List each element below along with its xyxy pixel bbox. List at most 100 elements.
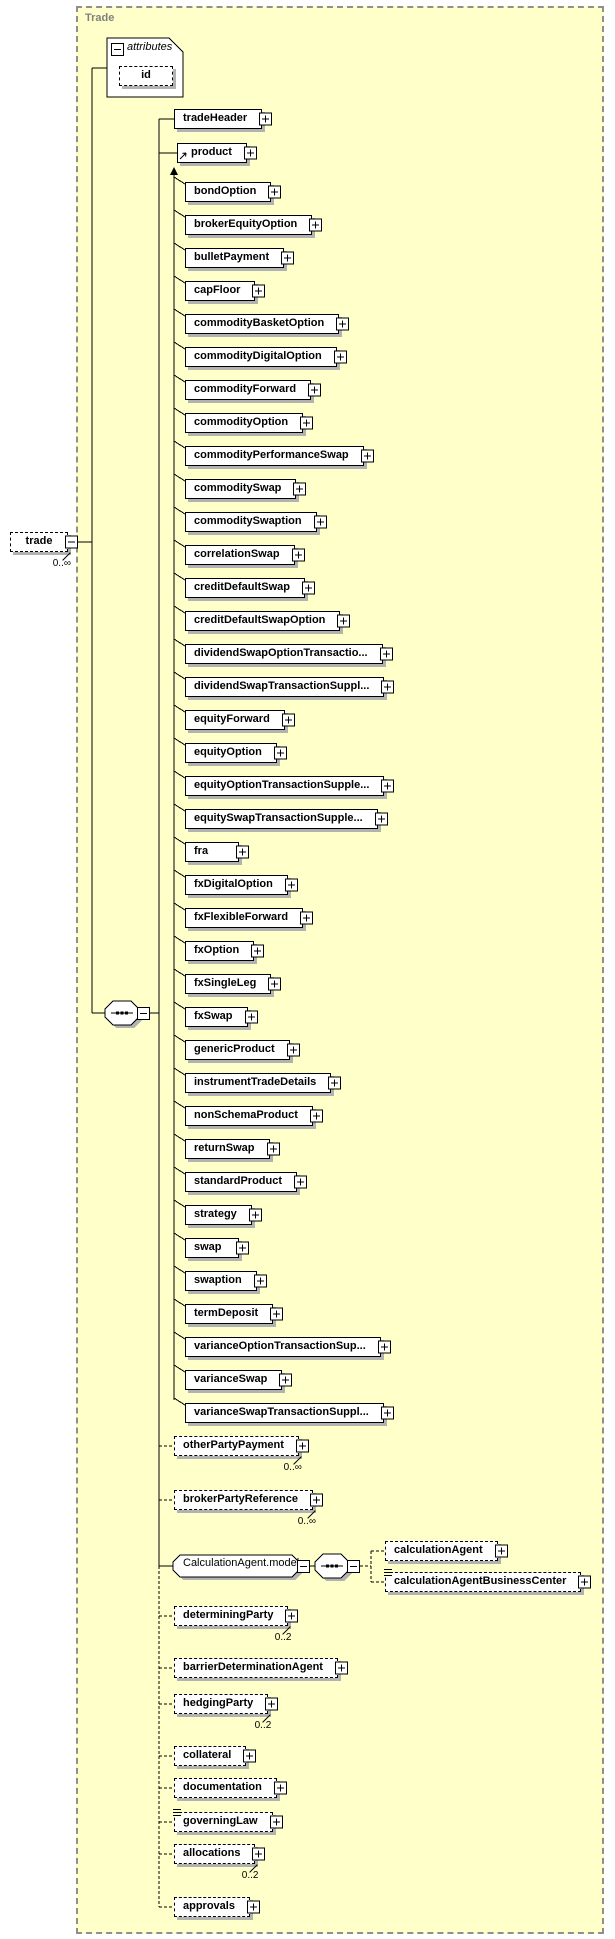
expand-plus-icon[interactable] — [334, 1661, 348, 1675]
expand-plus-icon[interactable] — [251, 944, 265, 958]
element-commodityPerformanceSwap[interactable]: commodityPerformanceSwap — [185, 446, 374, 466]
element-creditDefaultSwap[interactable]: creditDefaultSwap — [185, 578, 315, 598]
element-termDeposit[interactable]: termDeposit — [185, 1304, 284, 1324]
element-instrumentTradeDetails[interactable]: instrumentTradeDetails — [185, 1073, 342, 1093]
element-product[interactable]: product — [177, 143, 257, 163]
expand-plus-icon[interactable] — [374, 812, 388, 826]
element-commodityBasketOption[interactable]: commodityBasketOption — [185, 314, 350, 334]
expand-plus-icon[interactable] — [309, 218, 323, 232]
expand-plus-icon[interactable] — [381, 680, 395, 694]
element-commodityForward[interactable]: commodityForward — [185, 380, 322, 400]
element-varianceSwapTransactionSuppl[interactable]: varianceSwapTransactionSuppl... — [185, 1403, 394, 1423]
element-fxSingleLeg[interactable]: fxSingleLeg — [185, 974, 282, 994]
collapse-minus-icon[interactable] — [111, 43, 124, 56]
element-capFloor[interactable]: capFloor — [185, 281, 266, 301]
element-collateral[interactable]: collateral — [174, 1746, 257, 1766]
element-dividendSwapTransactionSuppl[interactable]: dividendSwapTransactionSuppl... — [185, 677, 395, 697]
element-documentation[interactable]: documentation — [174, 1778, 287, 1798]
element-bondOption[interactable]: bondOption — [185, 182, 282, 202]
element-brokerEquityOption[interactable]: brokerEquityOption — [185, 215, 323, 235]
expand-plus-icon[interactable] — [333, 350, 347, 364]
element-correlationSwap[interactable]: correlationSwap — [185, 545, 305, 565]
element-calculationAgentBusinessCenter[interactable]: calculationAgentBusinessCenter — [384, 1569, 592, 1592]
element-equityOption[interactable]: equityOption — [185, 743, 287, 763]
element-fxDigitalOption[interactable]: fxDigitalOption — [185, 875, 298, 895]
element-equityForward[interactable]: equityForward — [185, 710, 295, 730]
element-bulletPayment[interactable]: bulletPayment — [185, 248, 295, 268]
expand-plus-icon[interactable] — [308, 383, 322, 397]
expand-plus-icon[interactable] — [578, 1575, 592, 1589]
element-calculationAgent[interactable]: calculationAgent — [385, 1541, 508, 1561]
element-swaption[interactable]: swaption — [185, 1271, 267, 1291]
sequence-compositor-icon[interactable] — [314, 1553, 352, 1581]
expand-plus-icon[interactable] — [273, 746, 287, 760]
expand-plus-icon[interactable] — [285, 1609, 299, 1623]
expand-plus-icon[interactable] — [243, 146, 257, 160]
element-approvals[interactable]: approvals — [174, 1897, 260, 1917]
expand-plus-icon[interactable] — [281, 251, 295, 265]
element-tradeHeader[interactable]: tradeHeader — [174, 109, 273, 129]
expand-plus-icon[interactable] — [252, 1847, 266, 1861]
expand-plus-icon[interactable] — [337, 614, 351, 628]
expand-plus-icon[interactable] — [244, 1010, 258, 1024]
expand-plus-icon[interactable] — [494, 1544, 508, 1558]
collapse-minus-icon[interactable] — [137, 1007, 150, 1020]
element-equityOptionTransactionSupple[interactable]: equityOptionTransactionSupple... — [185, 776, 395, 796]
collapse-minus-icon[interactable] — [65, 535, 78, 549]
expand-plus-icon[interactable] — [336, 317, 350, 331]
expand-plus-icon[interactable] — [360, 449, 374, 463]
expand-plus-icon[interactable] — [300, 911, 314, 925]
element-returnSwap[interactable]: returnSwap — [185, 1139, 280, 1159]
element-swap[interactable]: swap — [185, 1238, 249, 1258]
expand-plus-icon[interactable] — [268, 185, 282, 199]
element-dividendSwapOptionTransactio[interactable]: dividendSwapOptionTransactio... — [185, 644, 393, 664]
expand-plus-icon[interactable] — [248, 1208, 262, 1222]
expand-plus-icon[interactable] — [284, 878, 298, 892]
element-fxSwap[interactable]: fxSwap — [185, 1007, 258, 1027]
expand-plus-icon[interactable] — [379, 647, 393, 661]
element-varianceSwap[interactable]: varianceSwap — [185, 1370, 293, 1390]
expand-plus-icon[interactable] — [281, 713, 295, 727]
expand-plus-icon[interactable] — [380, 1406, 394, 1420]
expand-plus-icon[interactable] — [265, 1697, 279, 1711]
element-strategy[interactable]: strategy — [185, 1205, 262, 1225]
element-genericProduct[interactable]: genericProduct — [185, 1040, 300, 1060]
element-standardProduct[interactable]: standardProduct — [185, 1172, 308, 1192]
element-commodityDigitalOption[interactable]: commodityDigitalOption — [185, 347, 347, 367]
expand-plus-icon[interactable] — [236, 1241, 249, 1255]
element-equitySwapTransactionSupple[interactable]: equitySwapTransactionSupple... — [185, 809, 388, 829]
element-fra[interactable]: fra — [185, 842, 249, 862]
expand-plus-icon[interactable] — [381, 779, 395, 793]
expand-plus-icon[interactable] — [309, 1109, 323, 1123]
expand-plus-icon[interactable] — [286, 1043, 300, 1057]
element-varianceOptionTransactionSup[interactable]: varianceOptionTransactionSup... — [185, 1337, 391, 1357]
expand-plus-icon[interactable] — [328, 1076, 342, 1090]
expand-plus-icon[interactable] — [252, 284, 266, 298]
expand-plus-icon[interactable] — [259, 112, 273, 126]
expand-plus-icon[interactable] — [273, 1781, 287, 1795]
expand-plus-icon[interactable] — [279, 1373, 293, 1387]
collapse-minus-icon[interactable] — [347, 1560, 360, 1573]
expand-plus-icon[interactable] — [268, 977, 282, 991]
expand-plus-icon[interactable] — [309, 1493, 323, 1507]
expand-plus-icon[interactable] — [301, 581, 315, 595]
expand-plus-icon[interactable] — [270, 1307, 284, 1321]
collapse-minus-icon[interactable] — [297, 1560, 310, 1573]
sequence-compositor-icon[interactable] — [104, 1000, 142, 1028]
element-commoditySwaption[interactable]: commoditySwaption — [185, 512, 327, 532]
element-id[interactable]: id — [119, 66, 173, 86]
expand-plus-icon[interactable] — [313, 515, 327, 529]
element-governingLaw[interactable]: governingLaw — [173, 1809, 283, 1832]
expand-plus-icon[interactable] — [294, 1175, 308, 1189]
element-fxFlexibleForward[interactable]: fxFlexibleForward — [185, 908, 314, 928]
expand-plus-icon[interactable] — [253, 1274, 267, 1288]
expand-plus-icon[interactable] — [266, 1142, 280, 1156]
expand-plus-icon[interactable] — [291, 548, 305, 562]
expand-plus-icon[interactable] — [236, 845, 249, 859]
element-commoditySwap[interactable]: commoditySwap — [185, 479, 307, 499]
